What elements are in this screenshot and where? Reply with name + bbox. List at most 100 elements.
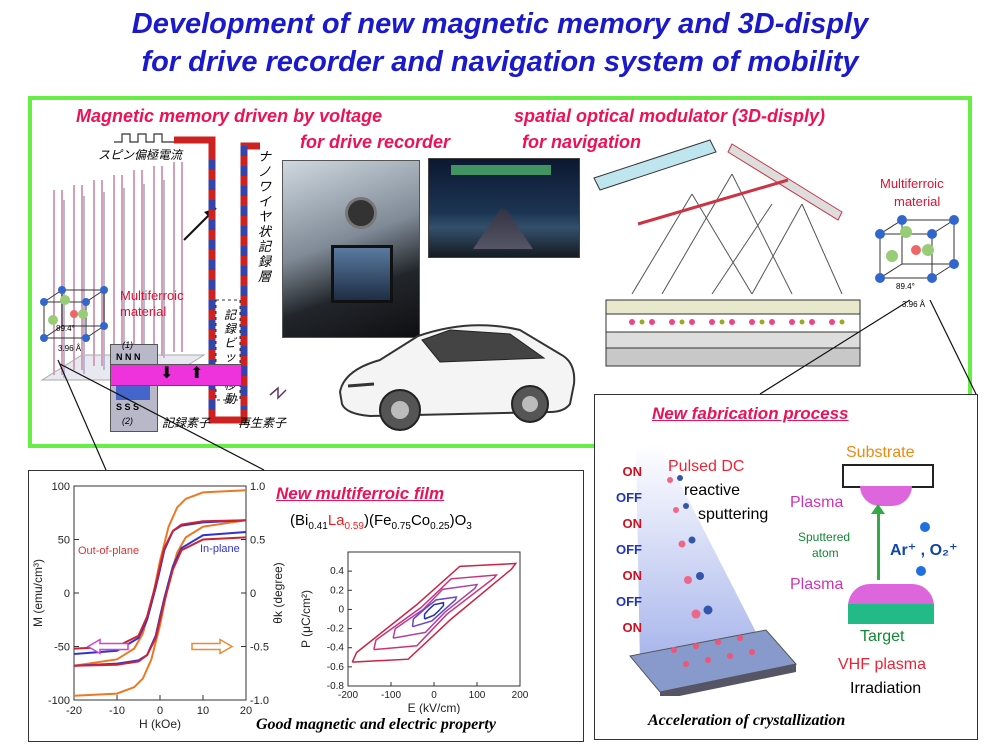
series-line-loop-4 bbox=[411, 596, 458, 628]
element-core bbox=[116, 386, 150, 400]
ion-dot-1 bbox=[920, 522, 930, 532]
sputter-arrow bbox=[877, 510, 880, 580]
x-tick-label: 0 bbox=[157, 705, 163, 717]
series-line-loop-3 bbox=[392, 583, 479, 639]
marker-2: (2) bbox=[122, 416, 133, 426]
y-axis-label: P (μC/cm²) bbox=[299, 590, 313, 648]
multiferroic-label-memory-1: Multiferroic bbox=[120, 288, 184, 303]
multiferroic-label-display-1: Multiferroic bbox=[880, 176, 944, 191]
spin-current-label: スピン偏極電流 bbox=[98, 148, 183, 162]
target-label: Target bbox=[860, 628, 905, 645]
x-tick-label: 200 bbox=[512, 690, 529, 701]
title-line-2: for drive recorder and navigation system… bbox=[141, 46, 859, 78]
pulse-label-5: ON bbox=[622, 568, 643, 583]
navigation-hud-photo bbox=[428, 158, 580, 258]
arrow-down-icon: ⬇ bbox=[160, 365, 174, 382]
formula-la-sub: 0.59 bbox=[344, 521, 364, 532]
formula-part-bi: (Bi bbox=[290, 512, 309, 529]
y2-tick-label: -1.0 bbox=[250, 695, 269, 707]
pulse-label-2: OFF bbox=[616, 490, 642, 505]
arrow-up-icon: ⬆ bbox=[190, 365, 204, 382]
x-tick-label: -200 bbox=[338, 690, 358, 701]
y-tick-label: -100 bbox=[48, 695, 70, 707]
x-tick-label: -20 bbox=[66, 705, 82, 717]
pulse-label-4: OFF bbox=[616, 542, 642, 557]
y-tick-label: -0.2 bbox=[327, 624, 345, 635]
y-tick-label: -50 bbox=[54, 642, 70, 654]
lattice-angle-label: 89.4° bbox=[56, 324, 75, 333]
y2-axis-label: θk (degree) bbox=[271, 562, 285, 623]
magnetic-layer bbox=[110, 364, 242, 386]
target-plasma bbox=[848, 584, 934, 606]
film-caption: Good magnetic and electric property bbox=[256, 716, 496, 733]
plasma-bottom-label: Plasma bbox=[790, 576, 844, 593]
x-tick-label: 100 bbox=[469, 690, 486, 701]
memory-section-title: Magnetic memory driven by voltage bbox=[76, 106, 383, 126]
substrate-plasma bbox=[860, 486, 912, 506]
film-formula: (Bi0.41La0.59)(Fe0.75Co0.25)O3 bbox=[290, 512, 472, 532]
x-tick-label: 10 bbox=[197, 705, 209, 717]
series-line-loop-2 bbox=[373, 574, 498, 651]
y-tick-label: 0 bbox=[64, 588, 70, 600]
y-axis-label: M (emu/cm³) bbox=[31, 559, 45, 627]
nanowire-label: ナノワイヤ状記録層 bbox=[258, 150, 272, 285]
formula-part-la: La bbox=[327, 512, 345, 529]
read-element-label: 再生素子 bbox=[238, 416, 287, 430]
formula-o-sub: 3 bbox=[466, 521, 472, 532]
y2-tick-label: -0.5 bbox=[250, 642, 269, 654]
formula-part-co: Co bbox=[410, 512, 431, 529]
read-signal-icon bbox=[269, 386, 287, 400]
pulse-labels: ON OFF ON OFF ON OFF ON bbox=[602, 464, 642, 646]
display-section-subtitle: for navigation bbox=[522, 132, 642, 152]
series-line-θk-upper bbox=[73, 519, 247, 650]
series-line-θk-lower bbox=[73, 536, 247, 667]
y-tick-label: -0.6 bbox=[327, 662, 345, 673]
x-axis-label: E (kV/cm) bbox=[408, 701, 461, 714]
y-tick-label: 0.4 bbox=[330, 566, 344, 577]
y-tick-label: 100 bbox=[52, 481, 70, 493]
plasma-top-label: Plasma bbox=[790, 494, 844, 511]
marker-1: (1) bbox=[122, 340, 133, 350]
write-element-label: 記録素子 bbox=[162, 416, 211, 430]
memory-section-subtitle: for drive recorder bbox=[300, 132, 451, 152]
pulse-label-3: ON bbox=[622, 516, 643, 531]
formula-bi-sub: 0.41 bbox=[308, 521, 328, 532]
x-tick-label: -10 bbox=[109, 705, 125, 717]
y-tick-label: 0 bbox=[338, 604, 344, 615]
lattice-length-label-display: 3.96 Å bbox=[902, 300, 926, 309]
pulse-label-6: OFF bbox=[616, 594, 642, 609]
hud-overlay bbox=[451, 165, 551, 175]
target-block bbox=[848, 604, 934, 624]
drive-recorder-photo bbox=[282, 160, 420, 338]
series-label-out-of-plane: Out-of-plane bbox=[78, 545, 139, 557]
left-arrow-icon bbox=[86, 638, 129, 655]
fabrication-caption: Acceleration of crystallization bbox=[648, 712, 846, 729]
y-tick-label: 50 bbox=[58, 535, 70, 547]
y-tick-label: -0.8 bbox=[327, 681, 345, 692]
multiferroic-label-display-2: material bbox=[894, 194, 941, 209]
vhf-plasma-label: VHF plasma bbox=[838, 656, 927, 673]
pulsed-dc-label: Pulsed DC bbox=[668, 458, 745, 475]
formula-part-fe: )(Fe bbox=[363, 512, 392, 529]
title-line-1: Development of new magnetic memory and 3… bbox=[131, 8, 869, 40]
reactive-label: reactive bbox=[684, 482, 741, 499]
irradiation-label: Irradiation bbox=[850, 680, 922, 697]
substrate-label: Substrate bbox=[846, 444, 915, 461]
multiferroic-crystal-icon bbox=[40, 286, 108, 342]
y2-tick-label: 1.0 bbox=[250, 481, 265, 493]
pole-s-label: S S S bbox=[116, 402, 140, 412]
ion-dot-2 bbox=[916, 566, 926, 576]
y-tick-label: -0.4 bbox=[327, 643, 345, 654]
multiferroic-crystal-icon-display bbox=[875, 215, 959, 283]
lattice-angle-label-display: 89.4° bbox=[896, 282, 915, 291]
pulse-label-7: ON bbox=[622, 620, 643, 635]
film-panel-title: New multiferroic film bbox=[276, 484, 445, 503]
series-line-loop-5 bbox=[423, 601, 445, 620]
formula-fe-sub: 0.75 bbox=[391, 521, 411, 532]
lattice-length-label: 3.96 Å bbox=[58, 344, 82, 353]
formula-part-o: )O bbox=[449, 512, 467, 529]
multiferroic-label-memory-2: material bbox=[120, 304, 167, 319]
x-tick-label: 0 bbox=[431, 690, 437, 701]
